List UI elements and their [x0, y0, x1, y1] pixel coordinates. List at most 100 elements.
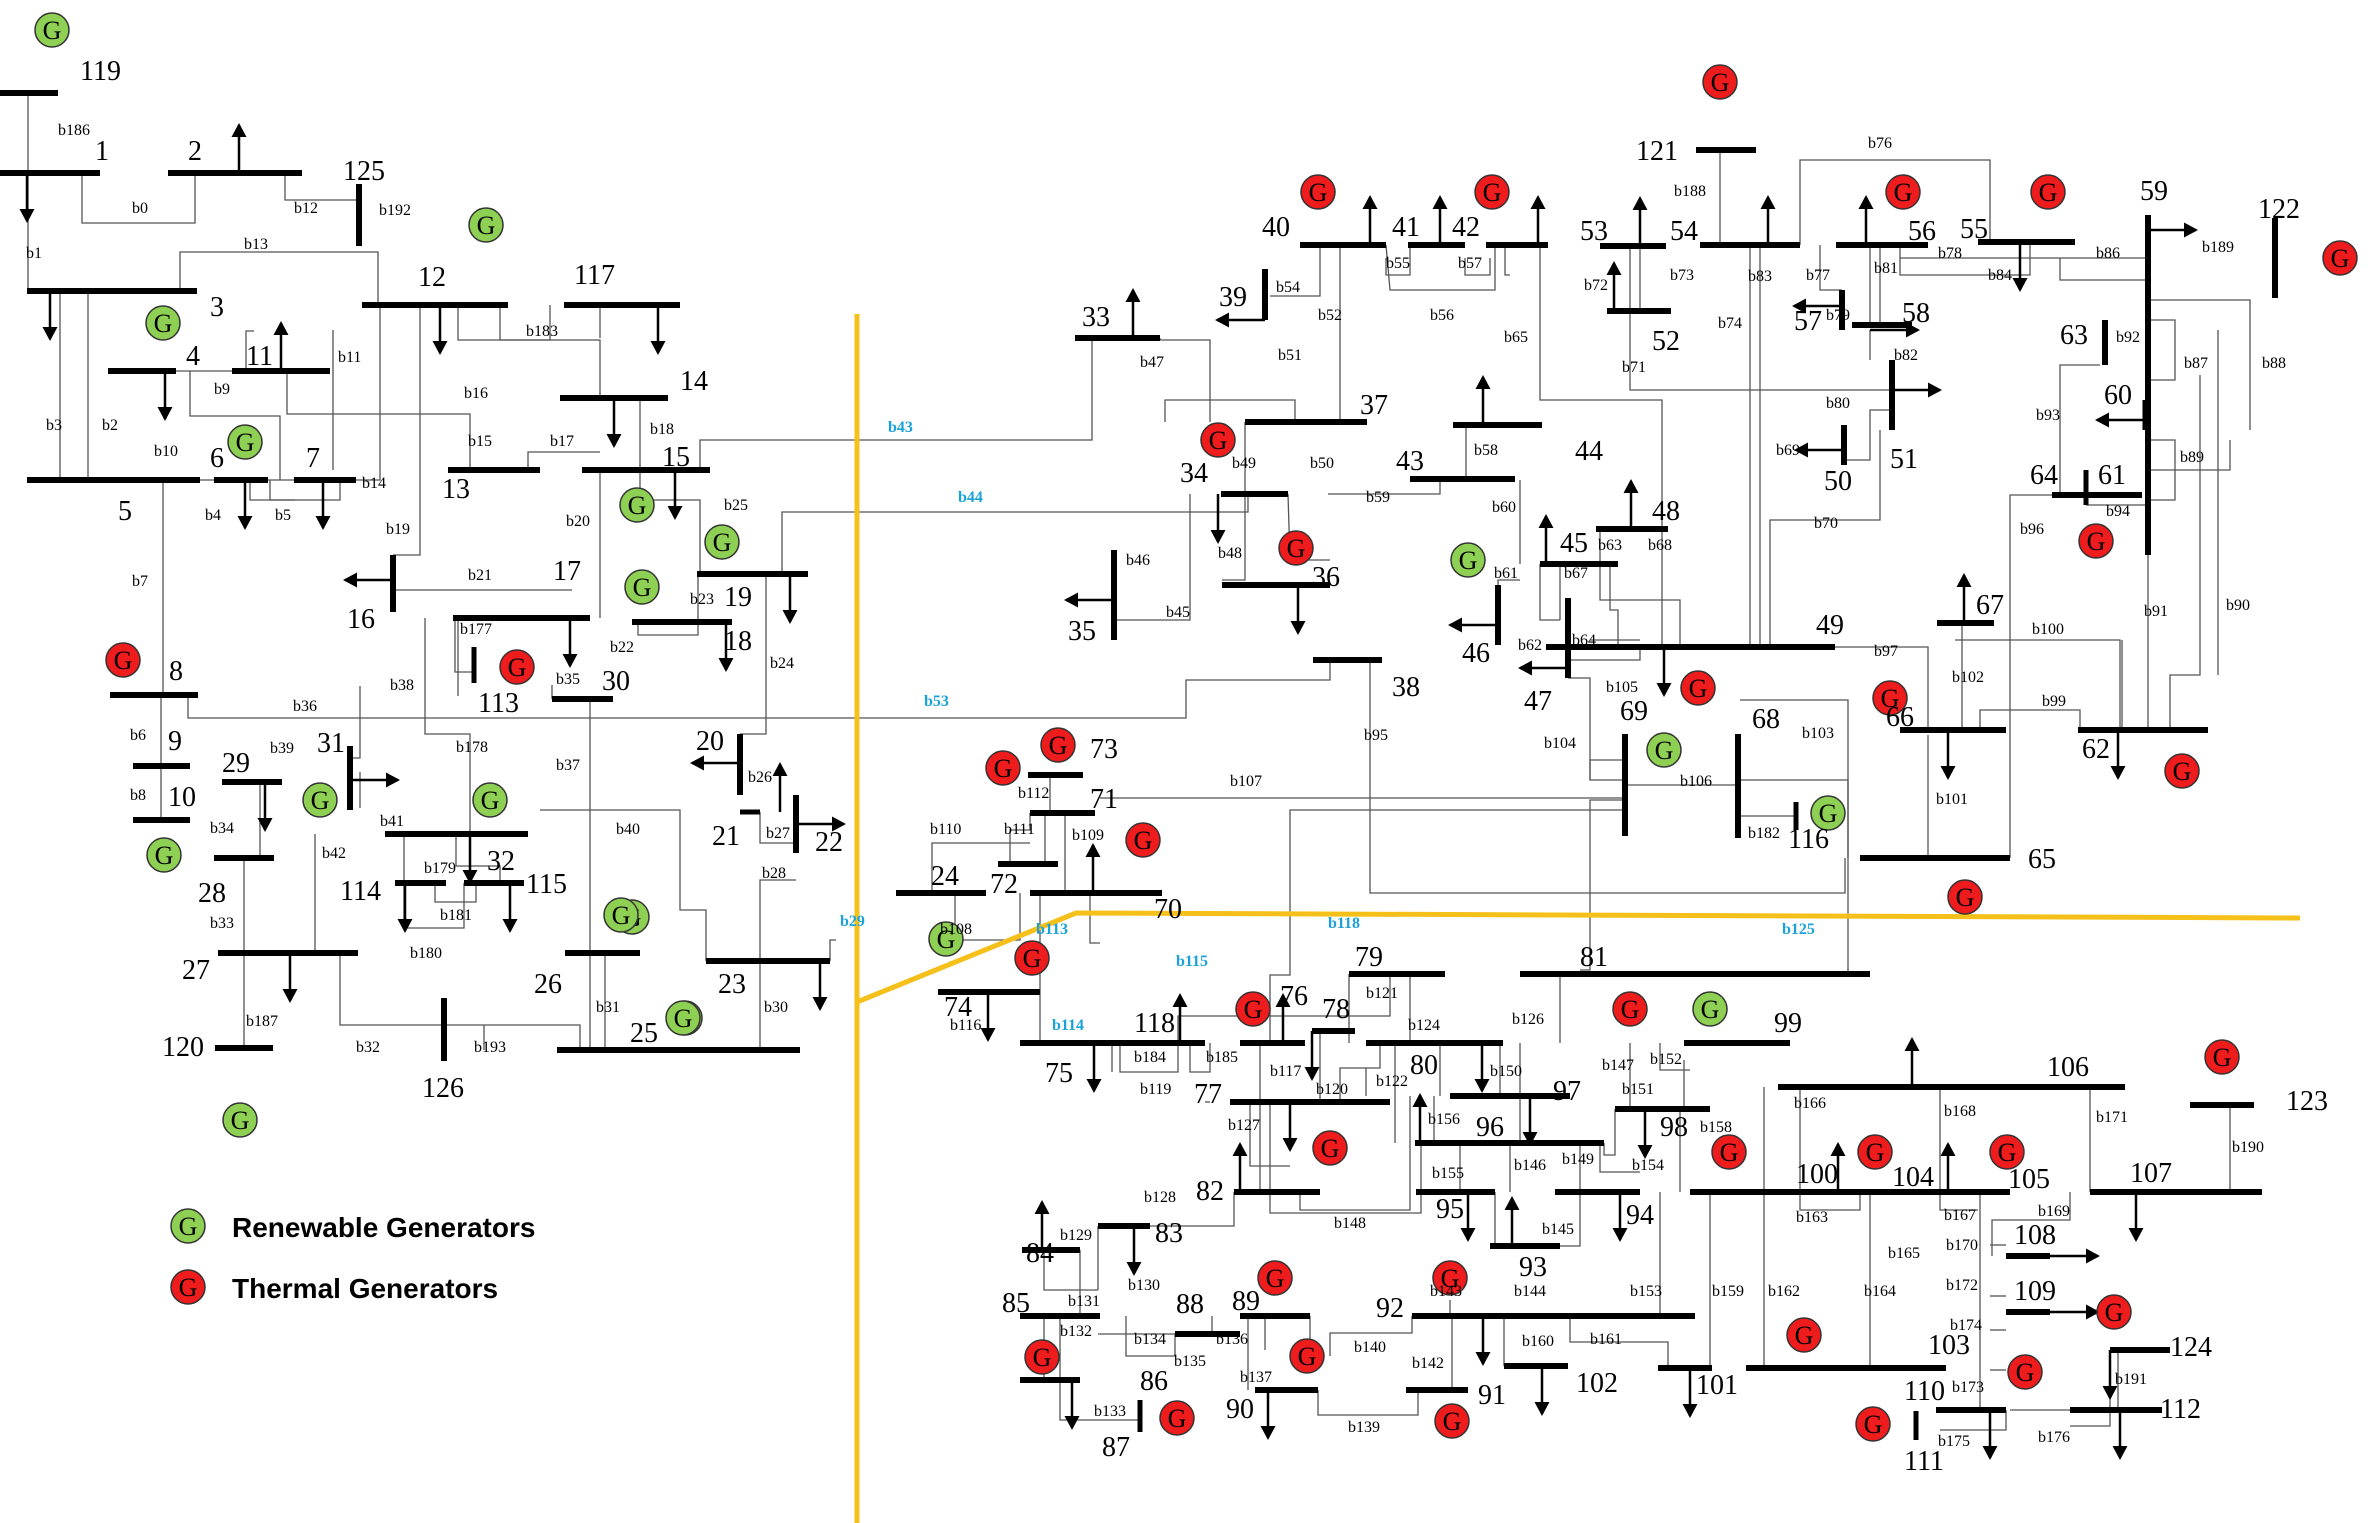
load-arrow: [1518, 660, 1568, 676]
load-arrow: [1656, 647, 1672, 697]
branch-label-b96: b96: [2020, 521, 2044, 538]
load-arrow: [980, 992, 996, 1042]
branch-label-b124: b124: [1408, 1017, 1440, 1034]
bus-number-label: 61: [2098, 460, 2126, 491]
bus-number-label: 124: [2170, 1332, 2212, 1363]
branch-label-b143: b143: [1430, 1283, 1462, 1300]
generator-letter: G: [2173, 757, 2192, 786]
load-arrow: [1290, 585, 1306, 635]
branch-line: [1799, 159, 1991, 245]
branch-line: [286, 371, 471, 470]
generator-letter: G: [1720, 1138, 1739, 1167]
thermal-generator-icon: G: [1278, 530, 1314, 566]
generator-letter: G: [1711, 68, 1730, 97]
branch-line: [1568, 677, 1625, 781]
branch-label-b83: b83: [1748, 268, 1772, 285]
branch-label-b122: b122: [1376, 1073, 1408, 1090]
branch-label-b42: b42: [322, 845, 346, 862]
branch-label-b19: b19: [386, 521, 410, 538]
branch-label-b103: b103: [1802, 725, 1834, 742]
load-arrows: [19, 123, 2198, 1460]
branch-line: [1269, 1143, 1422, 1214]
generator-letter: G: [1894, 178, 1913, 207]
branch-label-b84: b84: [1988, 267, 2012, 284]
bus-number-label: 119: [80, 56, 121, 87]
bus-number-label: 62: [2082, 734, 2110, 765]
branch-label-b72: b72: [1584, 277, 1608, 294]
generator-letter: G: [2087, 527, 2106, 556]
bus-number-label: 19: [724, 582, 752, 613]
load-arrow: [1956, 573, 1972, 623]
branch-label-b125: b125: [1782, 921, 1815, 938]
load-arrow: [315, 480, 331, 530]
generator-letter: G: [508, 653, 527, 682]
bus-number-label: 5: [118, 496, 132, 527]
branch-label-b181: b181: [440, 907, 472, 924]
generator-letter: G: [1049, 731, 1068, 760]
load-arrow: [562, 618, 578, 668]
thermal-generator-icon: G: [1989, 1134, 2025, 1170]
branch-label-b45: b45: [1166, 604, 1190, 621]
branch-label-b33: b33: [210, 915, 234, 932]
branch-label-b70: b70: [1814, 515, 1838, 532]
area-divider-line: [856, 910, 2301, 1005]
branch-label-b92: b92: [2116, 329, 2140, 346]
bus-number-label: 21: [712, 821, 740, 852]
branch-label-b109: b109: [1072, 827, 1104, 844]
thermal-generator-icon: G: [1200, 422, 1236, 458]
generator-letter: G: [1701, 995, 1720, 1024]
branch-label-b88: b88: [2262, 355, 2286, 372]
bus-number-label: 115: [526, 869, 567, 900]
branch-label-b187: b187: [246, 1013, 278, 1030]
load-arrow: [462, 834, 478, 884]
generator-letter: G: [1244, 995, 1263, 1024]
branch-label-b90: b90: [2226, 597, 2250, 614]
thermal-generator-icon: G: [985, 750, 1021, 786]
thermal-generator-icon: G: [1872, 680, 1908, 716]
branch-label-b54: b54: [1276, 279, 1300, 296]
load-arrow: [231, 123, 247, 173]
bus-number-label: 58: [1902, 298, 1930, 329]
thermal-generator-icon: G: [1014, 940, 1050, 976]
bus-number-label: 53: [1580, 216, 1608, 247]
renewable-legend-icon: [170, 1208, 206, 1244]
load-arrow: [1474, 1043, 1490, 1093]
branch-label-b129: b129: [1060, 1227, 1092, 1244]
branch-line: [1059, 1316, 1140, 1421]
branch-label-b26: b26: [748, 769, 772, 786]
branch-line: [1339, 1043, 1381, 1102]
branch-label-b153: b153: [1630, 1283, 1662, 1300]
bus-number-label: 50: [1824, 466, 1852, 497]
branch-line: [424, 618, 471, 834]
load-arrow: [1432, 195, 1448, 245]
branch-label-b175: b175: [1938, 1433, 1970, 1450]
branch-line: [1329, 1316, 1413, 1356]
bus-number-label: 126: [422, 1073, 464, 1104]
load-arrow: [397, 883, 413, 933]
branch-label-b91: b91: [2144, 603, 2168, 620]
load-arrow: [1982, 1410, 1998, 1460]
branch-line: [1539, 564, 1560, 621]
branch-label-b112: b112: [1018, 785, 1049, 802]
branch-line: [1570, 647, 1641, 661]
branch-label-b114: b114: [1052, 1017, 1084, 1034]
bus-number-label: 55: [1960, 214, 1988, 245]
branch-label-b190: b190: [2232, 1139, 2264, 1156]
thermal-generator-icon: G: [1680, 670, 1716, 706]
bus-number-label: 16: [347, 604, 375, 635]
bus-number-label: 22: [815, 827, 843, 858]
bus-number-label: 51: [1890, 444, 1918, 475]
generator-letter: G: [231, 1106, 250, 1135]
area-dividers: [854, 314, 2301, 1523]
load-arrow: [1034, 1200, 1050, 1250]
bus-number-label: 3: [210, 292, 224, 323]
bus-number-label: 99: [1774, 1008, 1802, 1039]
renewable-generator-icon: G: [34, 12, 70, 48]
load-arrow: [273, 321, 289, 371]
renewable-generator-icon: G: [227, 424, 263, 460]
thermal-generator-icon: G: [1312, 1130, 1348, 1166]
generator-letter: G: [311, 786, 330, 815]
renewable-generator-icon: G: [928, 921, 964, 957]
generator-letter: G: [2213, 1043, 2232, 1072]
branch-label-b152: b152: [1650, 1051, 1682, 1068]
